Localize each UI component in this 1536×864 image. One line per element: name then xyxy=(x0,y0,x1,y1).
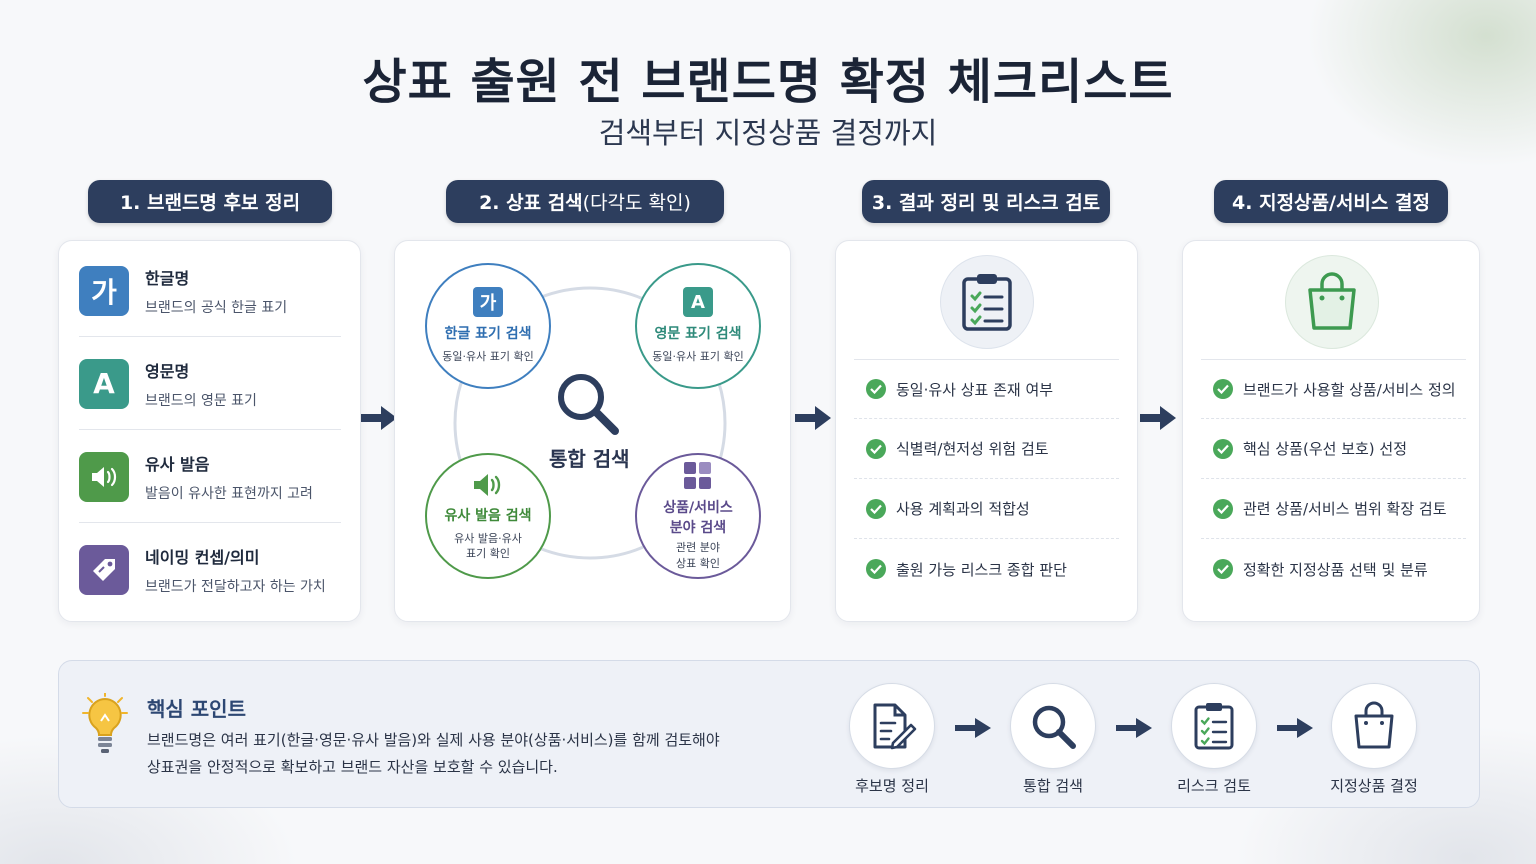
step-label-2-sub: (다각도 확인) xyxy=(582,192,691,214)
key-point-title: 핵심 포인트 xyxy=(147,697,246,721)
grid-icon xyxy=(684,462,711,490)
shopping-bag-icon xyxy=(1331,683,1417,769)
check-item-label: 출원 가능 리스크 종합 판단 xyxy=(896,560,1067,579)
key-point-line-2: 상표권을 안정적으로 확보하고 브랜드 자산을 보호할 수 있습니다. xyxy=(147,758,558,776)
panel-candidates: 가 한글명 브랜드의 공식 한글 표기 A 영문명 브랜드의 영문 표기 유사 … xyxy=(58,240,361,622)
step-label-4: 4. 지정상품/서비스 결정 xyxy=(1214,180,1448,223)
lightbulb-icon xyxy=(82,693,128,753)
check-item-label: 핵심 상품(우선 보호) 선정 xyxy=(1243,440,1408,458)
check-icon xyxy=(866,498,886,519)
check-item-label: 정확한 지정상품 선택 및 분류 xyxy=(1243,560,1428,579)
flow-label: 후보명 정리 xyxy=(855,777,929,795)
node-desc: 관련 분야 상표 확인 xyxy=(676,540,720,571)
step-label-1: 1. 브랜드명 후보 정리 xyxy=(88,180,332,223)
panel-review: 동일·유사 상표 존재 여부 식별력/현저성 위험 검토 사용 계획과의 적합성… xyxy=(835,240,1138,622)
step-label-2: 2. 상표 검색(다각도 확인) xyxy=(446,180,724,223)
node-desc-line: 관련 분야 xyxy=(676,541,720,555)
check-item-label: 식별력/현저성 위험 검토 xyxy=(896,440,1049,458)
check-icon xyxy=(1213,438,1233,459)
search-node-sound: 유사 발음 검색 유사 발음·유사 표기 확인 xyxy=(425,453,551,579)
check-item-label: 브랜드가 사용할 상품/서비스 정의 xyxy=(1243,380,1456,399)
search-icon xyxy=(1010,683,1096,769)
check-item-label: 사용 계획과의 적합성 xyxy=(896,500,1030,518)
candidate-desc: 브랜드의 영문 표기 xyxy=(145,392,257,409)
check-icon xyxy=(1213,498,1233,519)
node-title: 유사 발음 검색 xyxy=(444,507,532,524)
arrow-right-icon xyxy=(361,406,397,430)
candidate-desc: 발음이 유사한 표현까지 고려 xyxy=(145,485,313,502)
list-item: 가 한글명 브랜드의 공식 한글 표기 xyxy=(79,245,341,337)
node-desc-line: 표기 확인 xyxy=(466,547,510,560)
list-item: 유사 발음 발음이 유사한 표현까지 고려 xyxy=(79,431,341,523)
step-label-3: 3. 결과 정리 및 리스크 검토 xyxy=(862,180,1110,223)
search-node-hangul: 가 한글 표기 검색 동일·유사 표기 확인 xyxy=(425,263,551,389)
node-desc: 동일·유사 표기 확인 xyxy=(652,350,744,364)
panel-goods: 브랜드가 사용할 상품/서비스 정의 핵심 상품(우선 보호) 선정 관련 상품… xyxy=(1182,240,1480,622)
candidate-title: 유사 발음 xyxy=(145,454,210,474)
check-item-label: 동일·유사 상표 존재 여부 xyxy=(896,380,1054,399)
shopping-bag-icon xyxy=(1285,255,1379,349)
hangul-icon: 가 xyxy=(79,265,129,316)
candidate-desc: 브랜드가 전달하고자 하는 가치 xyxy=(145,579,326,595)
panel-search: 통합 검색 가 한글 표기 검색 동일·유사 표기 확인 A 영문 표기 검색 … xyxy=(394,240,791,622)
candidate-title: 네이밍 컨셉/의미 xyxy=(145,548,260,567)
search-ring xyxy=(453,286,727,560)
node-title-line: 분야 검색 xyxy=(669,520,727,537)
node-desc-line: 상표 확인 xyxy=(676,556,720,570)
node-title: 영문 표기 검색 xyxy=(654,326,742,343)
candidate-title: 영문명 xyxy=(145,361,190,381)
candidate-desc: 브랜드의 공식 한글 표기 xyxy=(145,299,288,316)
check-icon xyxy=(866,379,886,399)
check-icon xyxy=(866,559,886,579)
list-item: 사용 계획과의 적합성 xyxy=(854,479,1119,539)
key-point-box: 핵심 포인트 브랜드명은 여러 표기(한글·영문·유사 발음)와 실제 사용 분… xyxy=(58,660,1480,808)
node-desc: 동일·유사 표기 확인 xyxy=(442,350,534,364)
list-item: 정확한 지정상품 선택 및 분류 xyxy=(1201,539,1466,599)
magnifier-icon xyxy=(558,374,619,435)
latin-letter-icon: A xyxy=(683,287,713,318)
list-item: 식별력/현저성 위험 검토 xyxy=(854,419,1119,479)
check-icon xyxy=(1213,559,1233,579)
page-title: 상표 출원 전 브랜드명 확정 체크리스트 xyxy=(362,54,1174,110)
speaker-icon xyxy=(474,473,501,496)
check-icon xyxy=(866,438,886,459)
search-node-goods: 상품/서비스 분야 검색 관련 분야 상표 확인 xyxy=(635,453,761,579)
list-item: 동일·유사 상표 존재 여부 xyxy=(854,359,1119,419)
arrow-right-icon xyxy=(955,718,991,738)
flow-label: 통합 검색 xyxy=(1023,777,1083,795)
node-title: 상품/서비스 분야 검색 xyxy=(663,497,733,537)
arrow-right-icon xyxy=(795,406,831,430)
hangul-icon: 가 xyxy=(473,287,503,318)
list-item: 관련 상품/서비스 범위 확장 검토 xyxy=(1201,479,1466,539)
document-pen-icon xyxy=(849,683,935,769)
arrow-right-icon xyxy=(1116,718,1152,738)
check-icon xyxy=(1213,379,1233,399)
list-item: 출원 가능 리스크 종합 판단 xyxy=(854,539,1119,599)
node-desc-line: 유사 발음·유사 xyxy=(454,531,522,545)
candidate-title: 한글명 xyxy=(145,268,190,288)
page-subtitle: 검색부터 지정상품 결정까지 xyxy=(598,116,938,150)
clipboard-check-icon xyxy=(940,255,1034,349)
list-item: 네이밍 컨셉/의미 브랜드가 전달하고자 하는 가치 xyxy=(79,524,341,616)
arrow-right-icon xyxy=(1140,406,1176,430)
flow-label: 리스크 검토 xyxy=(1177,777,1251,795)
center-label: 통합 검색 xyxy=(549,447,630,471)
flow-label: 지정상품 결정 xyxy=(1330,777,1418,795)
node-title-line: 상품/서비스 xyxy=(663,500,733,517)
node-desc: 유사 발음·유사 표기 확인 xyxy=(454,531,522,562)
step-label-2-main: 2. 상표 검색 xyxy=(479,192,583,214)
list-item: A 영문명 브랜드의 영문 표기 xyxy=(79,338,341,430)
arrow-right-icon xyxy=(1277,718,1313,738)
check-item-label: 관련 상품/서비스 범위 확장 검토 xyxy=(1243,500,1447,518)
clipboard-check-icon xyxy=(1171,683,1257,769)
list-item: 브랜드가 사용할 상품/서비스 정의 xyxy=(1201,359,1466,419)
key-point-line-1: 브랜드명은 여러 표기(한글·영문·유사 발음)와 실제 사용 분야(상품·서비… xyxy=(147,731,720,749)
latin-letter-icon: A xyxy=(79,358,129,409)
speaker-icon xyxy=(79,451,129,502)
search-node-english: A 영문 표기 검색 동일·유사 표기 확인 xyxy=(635,263,761,389)
tag-icon xyxy=(79,545,129,595)
list-item: 핵심 상품(우선 보호) 선정 xyxy=(1201,419,1466,479)
node-title: 한글 표기 검색 xyxy=(444,326,532,343)
